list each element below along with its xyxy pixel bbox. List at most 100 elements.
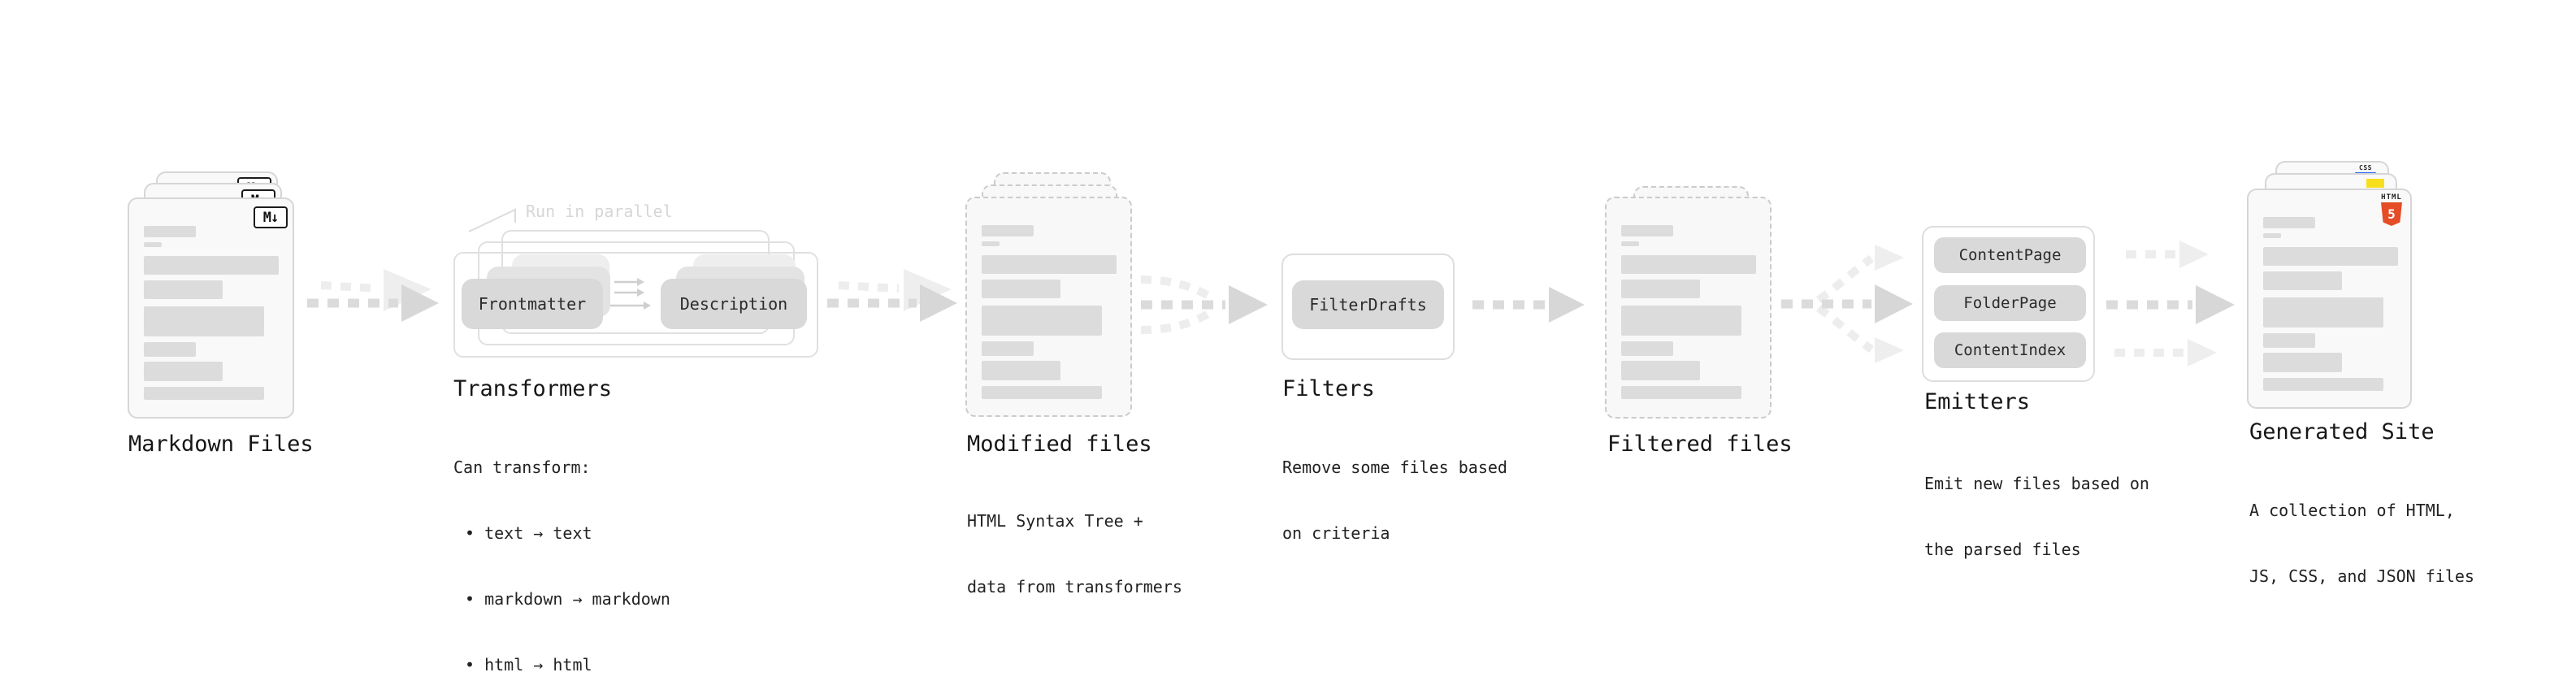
arrowhead (2179, 241, 2209, 268)
caption-line: the parsed files (1924, 540, 2081, 559)
arrowhead (1875, 245, 1904, 271)
caption-line: HTML Syntax Tree + (967, 511, 1143, 531)
modified-files-caption: HTML Syntax Tree + data from transformer… (967, 466, 1182, 642)
text-placeholder-bar (982, 361, 1060, 380)
text-placeholder-bar (1621, 280, 1700, 298)
emitters-title: Emitters (1924, 389, 2031, 414)
text-placeholder-bar (1621, 306, 1741, 336)
arrowhead (2188, 339, 2217, 367)
filtered-files-title: Filtered files (1607, 432, 1793, 457)
text-placeholder-bar (982, 280, 1060, 298)
converging-curve-top (1140, 275, 1216, 303)
text-placeholder-bar (982, 225, 1034, 236)
arrowhead (384, 269, 432, 311)
text-placeholder-bar (1621, 225, 1673, 236)
caption-line: A collection of HTML, (2249, 501, 2455, 520)
contentpage-pill: ContentPage (1934, 237, 2086, 273)
text-placeholder-bar (144, 280, 223, 299)
markdown-icon: M↓ (254, 206, 288, 228)
text-placeholder-bar (144, 256, 279, 275)
caption-bullet: • html → html (465, 655, 592, 674)
html5-icon-shield: 5 (2381, 202, 2402, 226)
arrow-markdown-to-transformers (307, 269, 439, 322)
text-placeholder-bar (144, 342, 196, 357)
text-placeholder-bar (2263, 217, 2315, 228)
converging-curve-bottom (1140, 306, 1216, 334)
html5-icon-wordmark: HTML (2381, 193, 2402, 202)
generated-site-caption: A collection of HTML, JS, CSS, and JSON … (2249, 456, 2474, 631)
arrow-modified-to-filters (1140, 275, 1268, 334)
text-placeholder-bar (982, 341, 1034, 356)
text-placeholder-bar (2263, 271, 2342, 290)
arrowhead (904, 269, 952, 311)
caption-line: Can transform: (453, 458, 591, 477)
modified-files-title: Modified files (967, 432, 1152, 457)
text-placeholder-bar (1621, 255, 1756, 274)
text-placeholder-bar (2263, 233, 2281, 238)
diverging-curve-top (1816, 254, 1874, 304)
filters-title: Filters (1282, 376, 1375, 401)
arrowhead (1875, 284, 1913, 323)
transformer-box-front (453, 252, 818, 358)
css-icon-label: CSS (2359, 164, 2372, 171)
caption-line: data from transformers (967, 577, 1182, 596)
text-placeholder-bar (2263, 297, 2383, 327)
arrow-filtered-to-emitters (1781, 245, 1913, 363)
caption-line: JS, CSS, and JSON files (2249, 566, 2474, 586)
generated-file-card: HTML 5 (2247, 189, 2412, 409)
caption-line: Emit new files based on (1924, 474, 2149, 493)
caption-bullet: • text → text (465, 523, 592, 543)
arrowhead (401, 284, 439, 322)
filtered-file-card (1605, 197, 1772, 419)
caption-line: Remove some files based (1282, 458, 1507, 477)
text-placeholder-bar (144, 387, 264, 400)
arrowhead (1229, 285, 1268, 324)
text-placeholder-bar (982, 386, 1102, 399)
javascript-icon (2366, 179, 2384, 188)
html5-icon-number: 5 (2387, 206, 2396, 222)
callout-line (468, 208, 516, 232)
markdown-files-title: Markdown Files (128, 432, 314, 457)
dashed-line (838, 281, 900, 293)
arrowhead (1549, 287, 1585, 323)
markdown-file-card: M↓ (128, 197, 294, 419)
text-placeholder-bar (144, 226, 196, 237)
text-placeholder-bar (982, 306, 1102, 336)
dashed-line (320, 281, 379, 293)
text-placeholder-bar (2263, 247, 2398, 266)
arrowhead (2196, 285, 2235, 324)
text-placeholder-bar (982, 241, 1000, 246)
text-placeholder-bar (982, 255, 1117, 274)
filters-caption: Remove some files based on criteria (1282, 413, 1507, 588)
text-placeholder-bar (2263, 333, 2315, 348)
emitters-caption: Emit new files based on the parsed files (1924, 429, 2149, 605)
html5-icon: HTML 5 (2381, 194, 2402, 226)
run-in-parallel-callout (468, 208, 516, 232)
arrowhead (1875, 337, 1904, 363)
generated-site-title: Generated Site (2249, 419, 2435, 445)
caption-bullet: • markdown → markdown (465, 589, 670, 609)
run-in-parallel-note: Run in parallel (526, 202, 673, 221)
arrowhead (920, 284, 957, 322)
text-placeholder-bar (1621, 241, 1639, 246)
diverging-curve-bottom (1816, 304, 1874, 354)
text-placeholder-bar (1621, 361, 1700, 380)
filterdrafts-pill: FilterDrafts (1292, 280, 1444, 329)
transformers-caption: Can transform: • text → text • markdown … (453, 413, 670, 681)
folderpage-pill: FolderPage (1934, 285, 2086, 321)
modified-file-card (965, 197, 1132, 417)
text-placeholder-bar (2263, 378, 2383, 391)
contentindex-pill: ContentIndex (1934, 332, 2086, 368)
caption-line: on criteria (1282, 523, 1390, 543)
text-placeholder-bar (1621, 386, 1741, 399)
text-placeholder-bar (144, 242, 162, 247)
text-placeholder-bar (2263, 353, 2342, 372)
text-placeholder-bar (144, 362, 223, 381)
text-placeholder-bar (144, 306, 264, 336)
transformers-title: Transformers (453, 376, 613, 401)
description-pill: Description (661, 279, 807, 329)
arrow-transformers-to-modified (827, 269, 957, 322)
arrow-emitters-to-generated (2106, 241, 2235, 367)
frontmatter-pill: Frontmatter (462, 279, 603, 329)
